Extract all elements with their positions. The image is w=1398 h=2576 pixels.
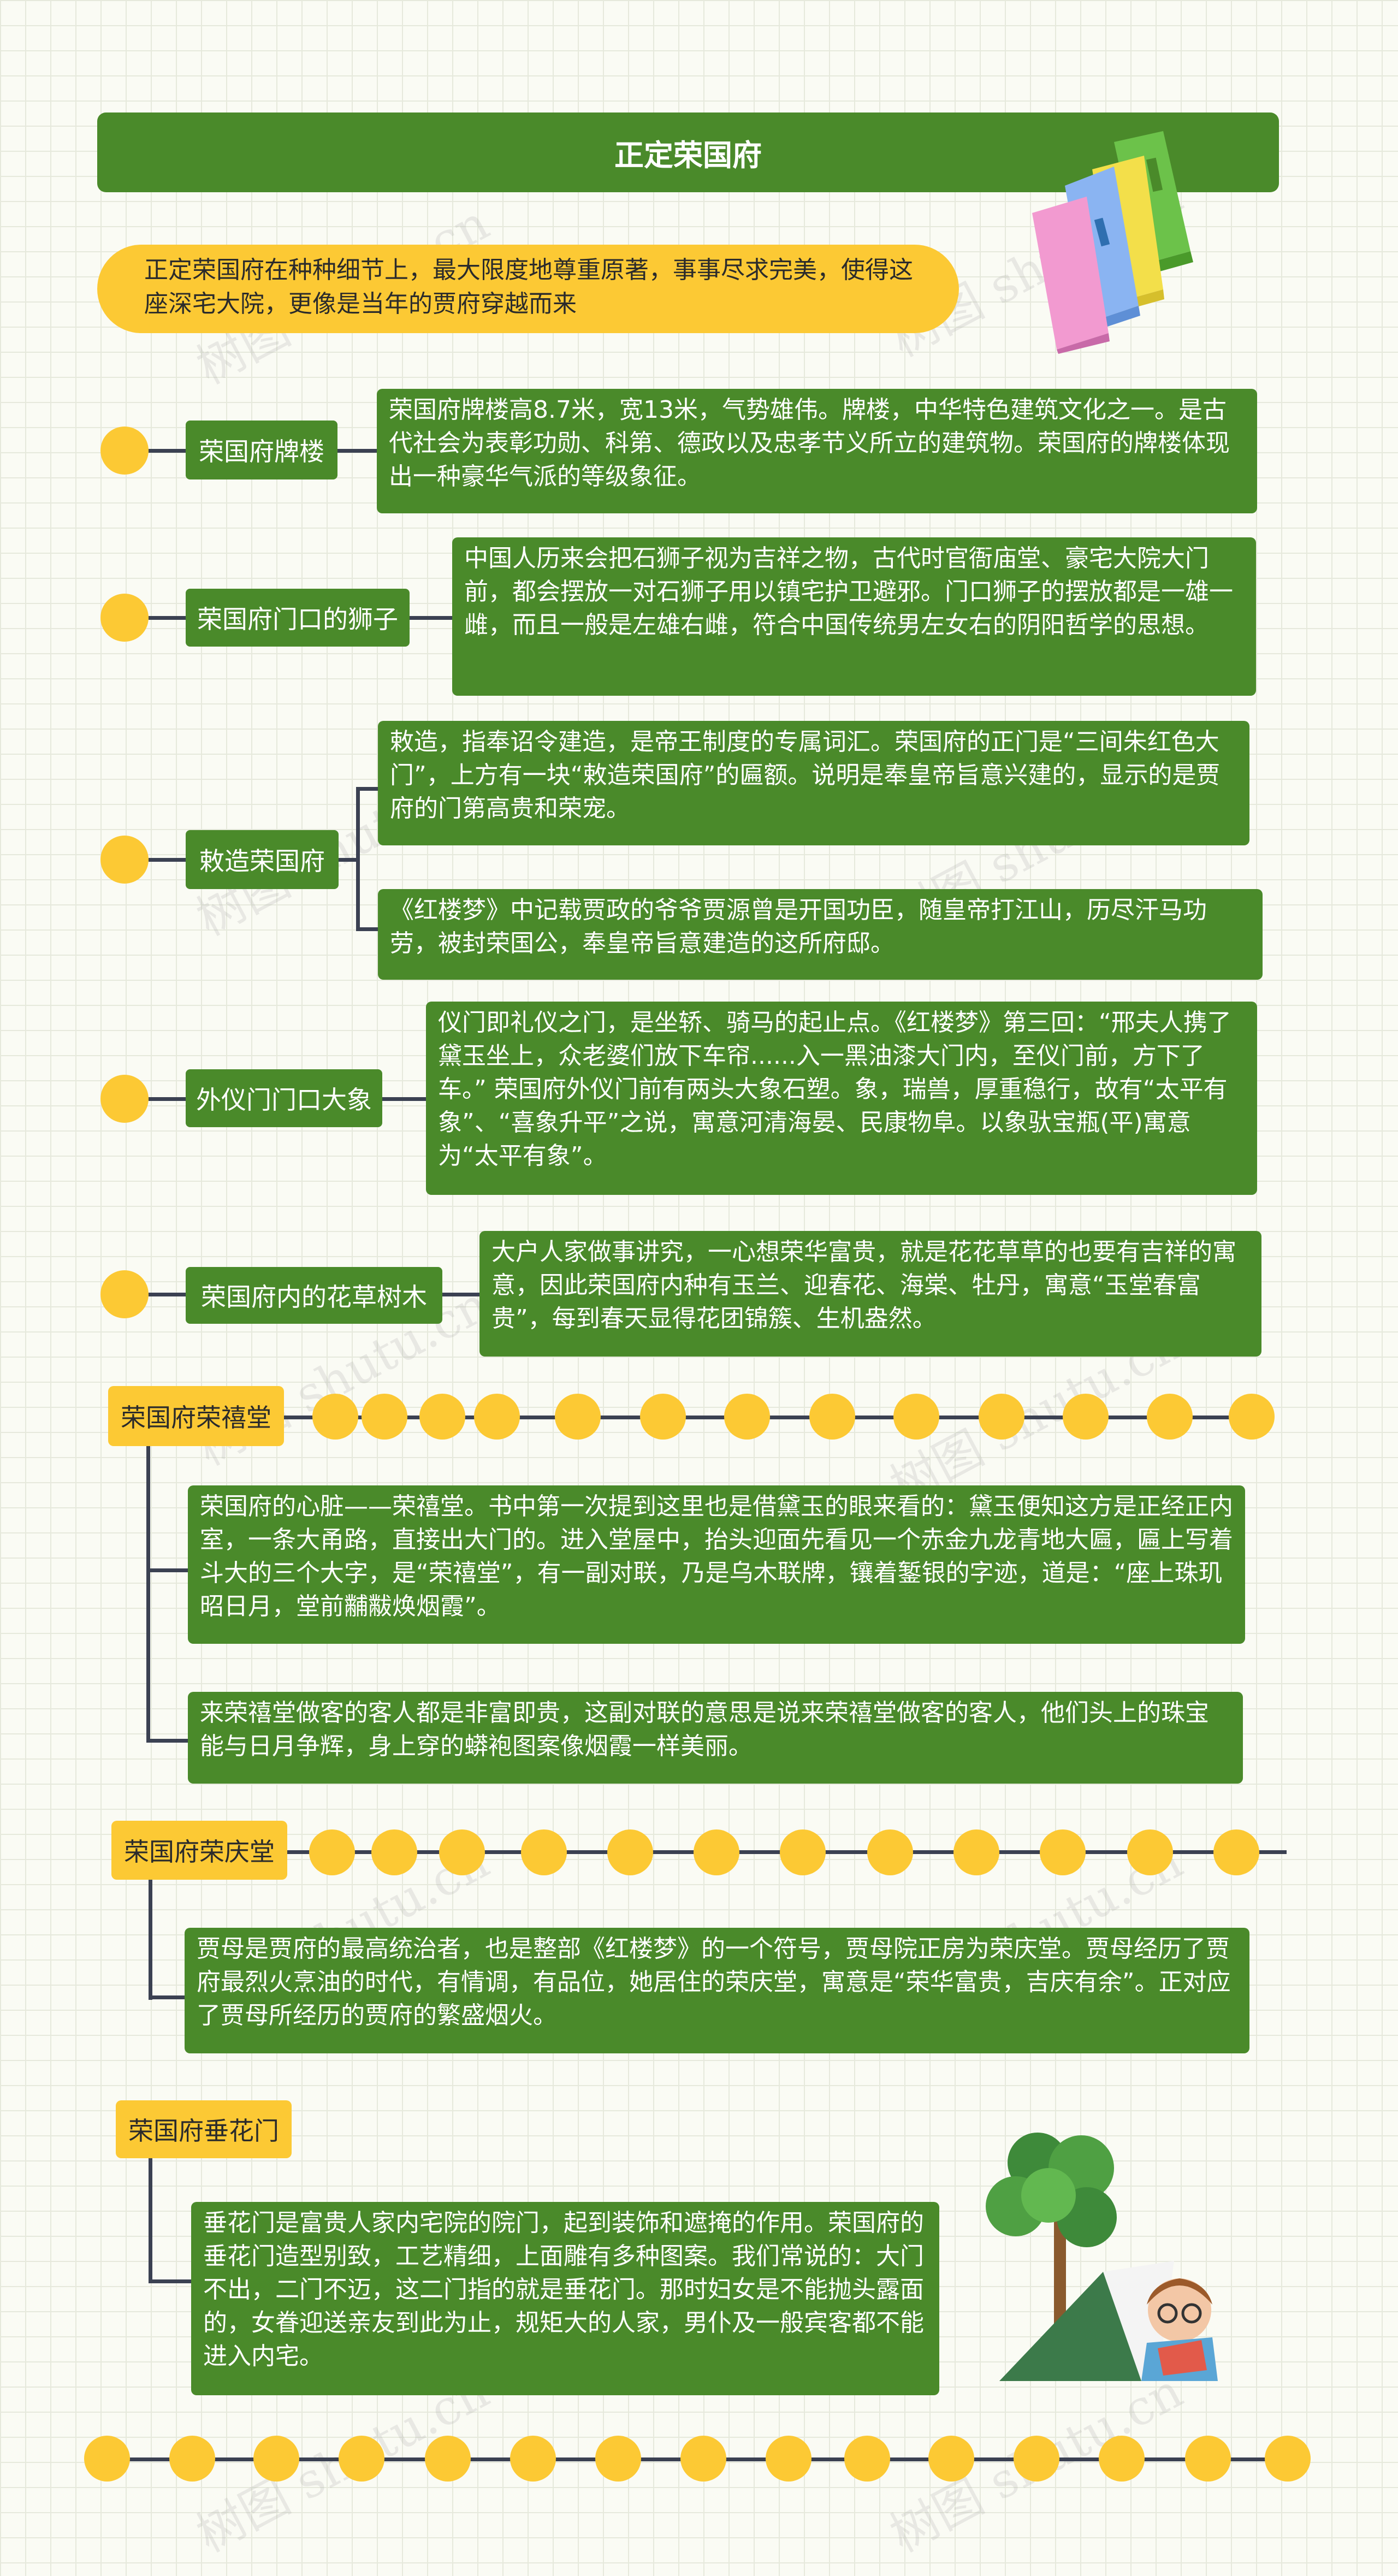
connector-line xyxy=(149,616,186,620)
connector-line xyxy=(382,1097,426,1101)
topic-detail-box: 大户人家做事讲究，一心想荣华富贵，就是花花草草的也要有吉祥的寓意，因此荣国府内种… xyxy=(479,1231,1261,1357)
section-detail-box: 荣国府的心脏——荣禧堂。书中第一次提到这里也是借黛玉的眼来看的：黛玉便知这方是正… xyxy=(188,1485,1245,1644)
timeline-dot xyxy=(1229,1394,1275,1440)
timeline-dot xyxy=(1185,2436,1231,2482)
timeline-dot xyxy=(694,1829,739,1875)
connector-line xyxy=(149,449,186,453)
timeline-dot xyxy=(84,2436,130,2482)
bullet-dot xyxy=(100,594,149,642)
timeline-dot xyxy=(766,2436,811,2482)
timeline-dot xyxy=(1147,1394,1193,1440)
connector-line xyxy=(410,616,452,620)
topic-label-chizao[interactable]: 敕造荣国府 xyxy=(186,830,339,889)
connector-line xyxy=(356,927,378,931)
timeline-dot xyxy=(510,2436,556,2482)
intro-text: 正定荣国府在种种细节上，最大限度地尊重原著，事事尽求完美，使得这座深宅大院，更像… xyxy=(97,245,959,333)
bullet-dot xyxy=(100,836,149,884)
topic-detail-box: 仪门即礼仪之门，是坐轿、骑马的起止点。《红楼梦》第三回：“邢夫人携了黛玉坐上，众… xyxy=(426,1002,1257,1195)
topic-detail-box: 荣国府牌楼高8.7米，宽13米，气势雄伟。牌楼，中华特色建筑文化之一。是古代社会… xyxy=(377,389,1257,513)
connector-line xyxy=(146,1739,188,1743)
timeline-dot xyxy=(169,2436,215,2482)
timeline-dot xyxy=(439,1829,485,1875)
connector-line xyxy=(149,1097,186,1101)
reading-child-illustration xyxy=(986,2133,1218,2381)
branch-line xyxy=(146,1446,150,1741)
bullet-dot xyxy=(100,427,149,475)
connector-line xyxy=(149,858,186,862)
timeline-dot xyxy=(1040,1829,1086,1875)
timeline-dot xyxy=(844,2436,890,2482)
topic-label-paifang[interactable]: 荣国府牌楼 xyxy=(186,421,337,479)
timeline-dot xyxy=(640,1394,686,1440)
timeline-dot xyxy=(1127,1829,1173,1875)
section-detail-box: 垂花门是富贵人家内宅院的院门，起到装饰和遮掩的作用。荣国府的垂花门造型别致，工艺… xyxy=(191,2202,939,2395)
connector-line xyxy=(146,1568,188,1572)
timeline-dot xyxy=(1265,2436,1311,2482)
connector-line xyxy=(339,858,358,862)
timeline-dot xyxy=(595,2436,641,2482)
topic-detail-box: 中国人历来会把石狮子视为吉祥之物，古代时官衙庙堂、豪宅大院大门前，都会摆放一对石… xyxy=(452,537,1256,696)
connector-line xyxy=(442,1293,479,1296)
topic-detail-box: 《红楼梦》中记载贾政的爷爷贾源曾是开国功臣，随皇帝打江山，历尽汗马功劳，被封荣国… xyxy=(378,889,1263,980)
timeline-dot xyxy=(893,1394,939,1440)
timeline-line xyxy=(284,1416,1256,1419)
books-illustration xyxy=(1032,131,1193,354)
section-label-rongxitang[interactable]: 荣国府荣禧堂 xyxy=(108,1386,284,1446)
branch-line xyxy=(149,2158,152,2283)
connector-line xyxy=(337,449,377,453)
section-label-rongqingtang[interactable]: 荣国府荣庆堂 xyxy=(111,1821,287,1880)
timeline-dot xyxy=(809,1394,855,1440)
timeline-dot xyxy=(867,1829,913,1875)
timeline-dot xyxy=(724,1394,770,1440)
timeline-dot xyxy=(928,2436,974,2482)
section-detail-box: 贾母是贾府的最高统治者，也是整部《红楼梦》的一个符号，贾母院正房为荣庆堂。贾母经… xyxy=(185,1928,1249,2053)
connector-line xyxy=(149,1293,186,1296)
topic-label-lions[interactable]: 荣国府门口的狮子 xyxy=(186,589,410,647)
timeline-dot xyxy=(312,1394,358,1440)
timeline-dot xyxy=(979,1394,1024,1440)
topic-label-plants[interactable]: 荣国府内的花草树木 xyxy=(186,1267,442,1324)
timeline-dot xyxy=(953,1829,999,1875)
timeline-dot xyxy=(371,1829,417,1875)
branch-line xyxy=(149,1880,152,2000)
timeline-dot xyxy=(474,1394,520,1440)
section-detail-box: 来荣禧堂做客的客人都是非富即贵，这副对联的意思是说来荣禧堂做客的客人，他们头上的… xyxy=(188,1692,1243,1784)
timeline-dot xyxy=(1063,1394,1109,1440)
timeline-dot xyxy=(425,2436,471,2482)
topic-label-elephants[interactable]: 外仪门门口大象 xyxy=(186,1069,382,1127)
page-title: 正定荣国府 xyxy=(97,112,1279,192)
topic-detail-box: 敕造，指奉诏令建造，是帝王制度的专属词汇。荣国府的正门是“三间朱红色大门”，上方… xyxy=(378,721,1249,845)
timeline-dot xyxy=(521,1829,567,1875)
timeline-dot xyxy=(309,1829,355,1875)
timeline-dot xyxy=(362,1394,407,1440)
section-label-chuihuamen[interactable]: 荣国府垂花门 xyxy=(116,2100,292,2158)
bullet-dot xyxy=(100,1270,149,1318)
timeline-dot xyxy=(607,1829,653,1875)
timeline-dot xyxy=(419,1394,465,1440)
bullet-dot xyxy=(100,1075,149,1123)
timeline-dot xyxy=(253,2436,299,2482)
bracket-line xyxy=(356,789,360,929)
connector-line xyxy=(149,1995,185,1999)
connector-line xyxy=(149,2279,191,2283)
timeline-dot xyxy=(555,1394,601,1440)
timeline-dot xyxy=(1213,1829,1259,1875)
timeline-dot xyxy=(1014,2436,1059,2482)
connector-line xyxy=(356,787,378,791)
timeline-dot xyxy=(680,2436,726,2482)
timeline-dot xyxy=(339,2436,384,2482)
timeline-dot xyxy=(780,1829,826,1875)
timeline-dot xyxy=(1099,2436,1145,2482)
